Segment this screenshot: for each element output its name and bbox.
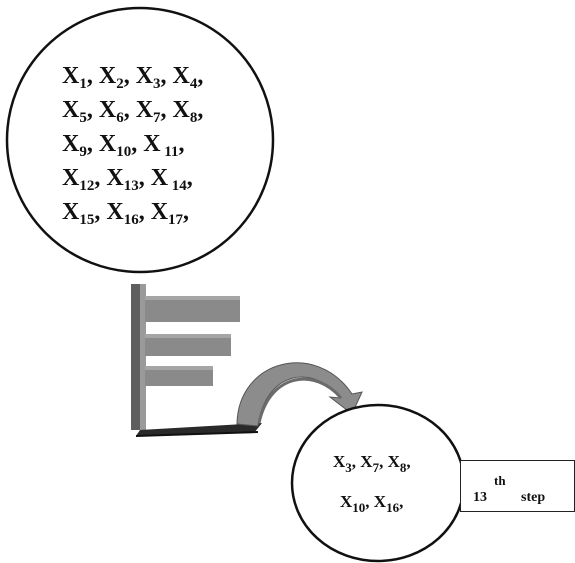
variable-term: X15 [62,199,95,228]
variable-term: X10 [98,131,132,160]
variable-term: X16 [106,199,139,228]
step-label-box: 13 th step [460,460,575,512]
step-ordinal-suffix: th [494,473,506,488]
variable-term: X3 [135,63,161,92]
variable-term: X7 [135,97,161,126]
big-circle-line-5: X15, X16, X17, [62,199,190,228]
curved-arrow-icon [236,362,363,427]
step-number: 13 [473,490,487,505]
big-circle-line-2: X5, X6, X7, X8, [62,97,204,126]
small-circle-line-1: X3, X7, X8, [333,452,411,475]
variable-term: X12 [62,165,95,194]
variable-term: X8 [172,97,198,126]
small-circle-line-2: X10, X16, [340,492,404,515]
variable-term: X 14 [150,165,187,194]
variable-term: X9 [62,131,87,160]
variable-term: X2 [98,63,124,92]
variable-term: X17 [150,199,184,228]
variable-term: X 11 [143,131,179,160]
variable-term: X6 [98,97,124,126]
variable-term: X5 [62,97,87,126]
variable-term: X4 [172,63,198,92]
variable-term: X10 [340,492,366,515]
variable-term: X8 [387,452,407,475]
variable-term: X1 [62,63,87,92]
big-circle-line-4: X12, X13, X 14, [62,165,193,194]
small-circle [290,403,466,563]
big-circle-line-3: X9, X10, X 11, [62,131,185,160]
variable-term: X3 [333,452,352,475]
step-word: step [521,490,546,505]
variable-term: X13 [106,165,139,194]
variable-term: X7 [360,452,380,475]
bar-chart-icon [131,284,262,437]
variable-term: X16 [373,492,400,515]
big-circle [5,6,275,274]
big-circle-line-1: X1, X2, X3, X4, [62,63,204,92]
